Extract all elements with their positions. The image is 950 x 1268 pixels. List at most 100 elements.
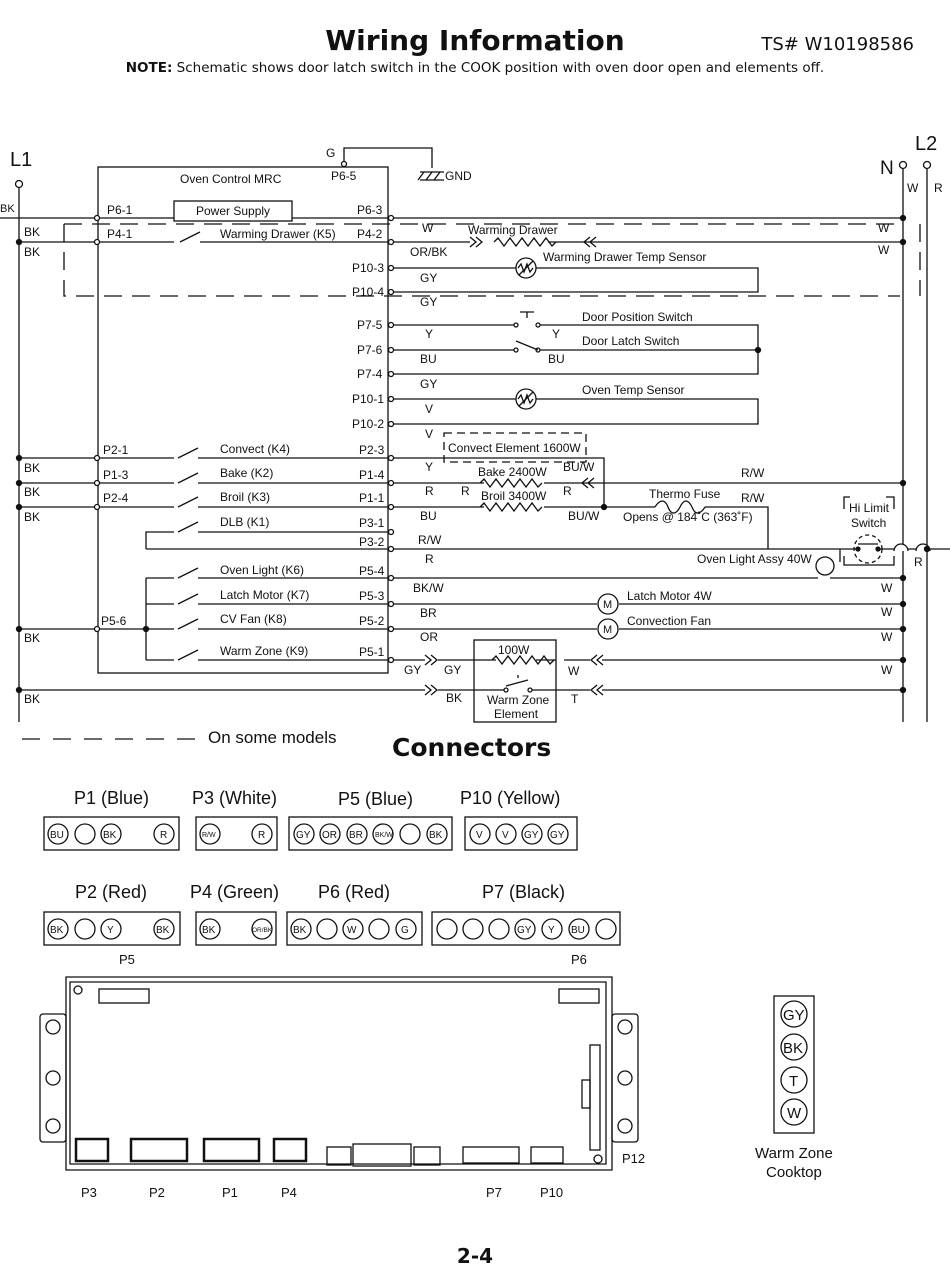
p10-pin-2: V — [502, 830, 509, 841]
wire-r-3: R — [563, 484, 572, 498]
optional-warming-drawer-box — [63, 223, 921, 297]
connector-p1: P1 (Blue) BU BK R — [43, 788, 180, 851]
bake-element: Bake 2400W — [478, 465, 547, 479]
bk-label-2: BK — [24, 245, 40, 259]
wzc-label-2: Cooktop — [766, 1164, 822, 1181]
convect-element: Convect Element 1600W — [448, 441, 581, 455]
wire-w-1: W — [422, 221, 434, 235]
p7-pin-6: BU — [571, 925, 585, 936]
p5-pin-3: BR — [349, 830, 363, 841]
pin-p10-1: P10-1 — [352, 392, 384, 406]
wire-bu-1: BU — [420, 352, 437, 366]
thermo-fuse-rating: Opens @ 184˚C (363˚F) — [623, 510, 753, 524]
pin-p5-1: P5-1 — [359, 645, 385, 659]
wire-buw-2: BU/W — [568, 509, 600, 523]
ts-number: TS# W10198586 — [761, 34, 914, 55]
relay-bake: Bake (K2) — [220, 466, 273, 480]
note-label: NOTE: — [125, 60, 173, 76]
hi-limit-2: Switch — [851, 516, 886, 530]
hi-limit-switch — [853, 534, 883, 564]
pin-p10-2: P10-2 — [352, 417, 384, 431]
p6-pin-3: W — [347, 925, 357, 936]
board-p4: P4 — [281, 1185, 297, 1200]
p1-pin-6: R — [160, 830, 167, 841]
connector-p7-label: P7 (Black) — [482, 882, 565, 902]
p4-pin-3: OR/BK — [252, 927, 273, 934]
warming-drawer-sensor: Warming Drawer Temp Sensor — [543, 250, 706, 264]
wire-br: BR — [420, 606, 437, 620]
wire-r-1: R — [425, 484, 434, 498]
connector-p4-label: P4 (Green) — [190, 882, 279, 902]
p10-pin-4: GY — [550, 830, 565, 841]
hi-limit-bracket — [843, 496, 895, 566]
wire-w-7: W — [568, 664, 580, 678]
p6-pin-5: G — [401, 925, 409, 936]
n-label: N — [880, 158, 894, 179]
p5-pin-4: BK/W — [375, 832, 393, 839]
note: NOTE: Schematic shows door latch switch … — [0, 60, 950, 76]
door-latch-switch: Door Latch Switch — [582, 334, 679, 348]
legend-text: On some models — [208, 728, 337, 747]
latch-motor-label: Latch Motor 4W — [627, 589, 712, 603]
pin-p1-3: P1-3 — [103, 468, 129, 482]
convection-fan-label: Convection Fan — [627, 614, 711, 628]
p10-pin-3: GY — [524, 830, 539, 841]
convection-fan-motor — [597, 618, 619, 640]
connector-p3: P3 (White) R/W R — [192, 788, 278, 851]
wire-bu-2: BU — [548, 352, 565, 366]
p5-pin-6: BK — [429, 830, 443, 841]
ground — [340, 147, 444, 181]
pin-p10-4: P10-4 — [352, 285, 384, 299]
wire-rw-3: R/W — [418, 533, 442, 547]
broil-element: Broil 3400W — [481, 489, 547, 503]
g-label: G — [326, 146, 335, 160]
connector-p5-label: P5 (Blue) — [338, 789, 413, 809]
wire-or: OR — [420, 630, 438, 644]
pin-p10-3: P10-3 — [352, 261, 384, 275]
pin-p7-4: P7-4 — [357, 367, 383, 381]
wire-r-rail: R — [914, 555, 923, 569]
pin-p2-1: P2-1 — [103, 443, 129, 457]
board-p6: P6 — [571, 952, 587, 967]
wzc-pin-3: T — [789, 1073, 798, 1090]
board-p2: P2 — [149, 1185, 165, 1200]
wzc-label-1: Warm Zone — [755, 1145, 833, 1162]
p1-pin-1: BU — [50, 830, 64, 841]
warm-zone-cooktop-connector — [773, 995, 815, 1134]
pin-p6-1: P6-1 — [107, 203, 133, 217]
wire-v-2: V — [425, 427, 433, 441]
board-p1: P1 — [222, 1185, 238, 1200]
p7-pin-4: GY — [517, 925, 532, 936]
wire-w-8: W — [881, 663, 893, 677]
connector-p10-label: P10 (Yellow) — [460, 788, 560, 808]
p4-pin-1: BK — [202, 925, 216, 936]
warming-drawer-element: Warming Drawer — [468, 223, 558, 237]
pin-p6-5: P6-5 — [331, 169, 357, 183]
wire-bk-wz: BK — [446, 691, 462, 705]
oven-light: Oven Light Assy 40W — [697, 552, 812, 566]
wire-bu-3: BU — [420, 509, 437, 523]
pin-p5-2: P5-2 — [359, 614, 385, 628]
pin-p7-6: P7-6 — [357, 343, 383, 357]
page-title: Wiring Information — [325, 24, 625, 57]
board-p3: P3 — [81, 1185, 97, 1200]
convection-fan-m: M — [603, 624, 612, 636]
relay-latch-motor: Latch Motor (K7) — [220, 588, 309, 602]
page-number: 2-4 — [456, 1244, 494, 1268]
p3-pin-1: R/W — [202, 832, 216, 839]
p10-pin-1: V — [476, 830, 483, 841]
note-text: Schematic shows door latch switch in the… — [176, 60, 825, 76]
connector-p6-label: P6 (Red) — [318, 882, 390, 902]
board-p5: P5 — [119, 952, 135, 967]
p6-pin-1: BK — [293, 925, 307, 936]
wire-w-4: W — [881, 581, 893, 595]
bk-label-7: BK — [24, 692, 40, 706]
board-p10: P10 — [540, 1185, 563, 1200]
wire-gy-5: GY — [444, 663, 461, 677]
connector-p1-label: P1 (Blue) — [74, 788, 149, 808]
pin-p2-3: P2-3 — [359, 443, 385, 457]
pin-p7-5: P7-5 — [357, 318, 383, 332]
board-p7: P7 — [486, 1185, 502, 1200]
relay-warming-drawer: Warming Drawer (K5) — [220, 227, 336, 241]
